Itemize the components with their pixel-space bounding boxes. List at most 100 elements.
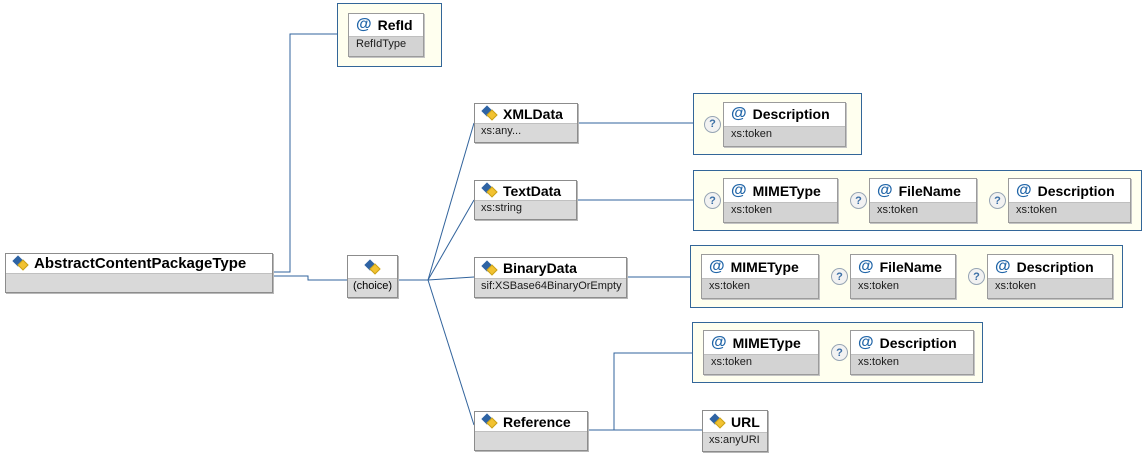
attribute-name: RefId	[377, 17, 413, 33]
attribute-box-refid[interactable]: @ RefId RefIdType	[348, 13, 424, 57]
attr-group: ? @ Description xs:token	[989, 178, 1131, 223]
at-icon: @	[995, 257, 1011, 275]
attribute-title: @ MIMEType	[724, 179, 837, 202]
at-icon: @	[711, 333, 727, 351]
element-icon	[481, 261, 498, 276]
attribute-name: Description	[752, 106, 830, 122]
element-icon	[481, 183, 498, 198]
attribute-type: xs:token	[988, 278, 1112, 298]
element-box-textdata[interactable]: TextData xs:string	[474, 180, 577, 220]
attr-group: @ MIMEType xs:token	[701, 254, 819, 299]
element-title: TextData	[475, 181, 576, 200]
attr-container-textdata: ? @ MIMEType xs:token ? @ FileName xs:to…	[693, 170, 1142, 231]
attribute-box-description[interactable]: @ Description xs:token	[850, 330, 974, 375]
attribute-type: xs:token	[702, 278, 818, 298]
optional-icon: ?	[968, 268, 985, 285]
attribute-name: Description	[879, 334, 957, 351]
choice-label: (choice)	[348, 278, 397, 297]
at-icon: @	[877, 181, 893, 199]
attribute-title: @ MIMEType	[704, 331, 818, 354]
attribute-type: xs:token	[724, 125, 845, 146]
element-name: URL	[731, 413, 760, 430]
element-box-reference[interactable]: Reference	[474, 411, 588, 451]
attribute-box-description[interactable]: @ Description xs:token	[723, 101, 846, 147]
attribute-name: MIMEType	[730, 258, 799, 275]
element-name: XMLData	[503, 105, 563, 122]
attribute-type: xs:token	[851, 354, 973, 374]
attribute-name: Description	[1037, 182, 1115, 199]
attribute-box-mimetype[interactable]: @ MIMEType xs:token	[701, 254, 819, 299]
attribute-type: xs:token	[704, 354, 818, 374]
element-name: AbstractContentPackageType	[34, 255, 247, 272]
element-icon	[481, 414, 498, 429]
element-type: sif:XSBase64BinaryOrEmpty	[475, 278, 626, 297]
element-name: BinaryData	[503, 260, 577, 276]
attr-group: @ RefId RefIdType	[348, 13, 424, 57]
attr-group: ? @ Description xs:token	[831, 330, 974, 375]
element-name: TextData	[503, 182, 562, 199]
element-type: xs:any...	[475, 123, 577, 142]
attribute-title: @ FileName	[851, 255, 955, 278]
attribute-box-description[interactable]: @ Description xs:token	[987, 254, 1113, 299]
attr-container-xmldata: ? @ Description xs:token	[693, 93, 862, 155]
element-icon	[709, 414, 726, 429]
element-title: XMLData	[475, 104, 577, 123]
choice-icon	[364, 260, 381, 275]
attribute-box-description[interactable]: @ Description xs:token	[1008, 178, 1131, 223]
element-type: xs:string	[475, 200, 576, 219]
element-title: AbstractContentPackageType	[6, 254, 272, 273]
attribute-title: @ RefId	[349, 14, 423, 36]
attribute-box-filename[interactable]: @ FileName xs:token	[850, 254, 956, 299]
element-box-xmldata[interactable]: XMLData xs:any...	[474, 103, 578, 143]
attribute-title: @ MIMEType	[702, 255, 818, 278]
element-type: xs:anyURI	[703, 432, 767, 451]
attr-container-binarydata: @ MIMEType xs:token ? @ FileName xs:toke…	[690, 245, 1123, 308]
at-icon: @	[858, 333, 874, 351]
attribute-name: FileName	[898, 182, 961, 199]
element-title: BinaryData	[475, 258, 626, 278]
optional-icon: ?	[704, 115, 721, 133]
at-icon: @	[731, 181, 747, 199]
attr-group: ? @ Description xs:token	[968, 254, 1113, 299]
choice-icon-area	[348, 256, 397, 278]
attribute-name: Description	[1016, 258, 1094, 275]
at-icon: @	[709, 257, 725, 275]
attribute-box-filename[interactable]: @ FileName xs:token	[869, 178, 977, 223]
element-type	[475, 431, 587, 450]
element-icon	[12, 256, 29, 271]
optional-icon: ?	[850, 192, 867, 209]
element-name: Reference	[503, 413, 571, 430]
optional-icon: ?	[989, 192, 1006, 209]
at-icon: @	[356, 16, 372, 33]
element-box-binarydata[interactable]: BinaryData sif:XSBase64BinaryOrEmpty	[474, 257, 627, 298]
attribute-name: MIMEType	[752, 182, 821, 199]
attribute-box-mimetype[interactable]: @ MIMEType xs:token	[703, 330, 819, 375]
attribute-type: xs:token	[1009, 202, 1130, 222]
at-icon: @	[1016, 181, 1032, 199]
attr-container-reference: @ MIMEType xs:token ? @ Description xs:t…	[692, 322, 983, 383]
element-box-url[interactable]: URL xs:anyURI	[702, 410, 768, 452]
attribute-name: MIMEType	[732, 334, 801, 351]
attribute-title: @ Description	[1009, 179, 1130, 202]
optional-icon: ?	[831, 344, 848, 361]
attribute-type: xs:token	[870, 202, 976, 222]
element-title: URL	[703, 411, 767, 432]
element-box-root[interactable]: AbstractContentPackageType	[5, 253, 273, 293]
at-icon: @	[731, 105, 747, 122]
attribute-title: @ Description	[851, 331, 973, 354]
attr-group: ? @ Description xs:token	[704, 101, 846, 147]
attribute-title: @ Description	[724, 103, 845, 126]
element-title: Reference	[475, 412, 587, 431]
attr-group: ? @ FileName xs:token	[850, 178, 977, 223]
attribute-title: @ FileName	[870, 179, 976, 202]
attribute-box-mimetype[interactable]: @ MIMEType xs:token	[723, 178, 838, 223]
attr-group: ? @ MIMEType xs:token	[704, 178, 838, 223]
optional-icon: ?	[704, 192, 721, 209]
attribute-name: FileName	[879, 258, 942, 275]
choice-box[interactable]: (choice)	[347, 255, 398, 298]
element-type	[6, 273, 272, 292]
at-icon: @	[858, 257, 874, 275]
attribute-title: @ Description	[988, 255, 1112, 278]
attr-group: ? @ FileName xs:token	[831, 254, 956, 299]
